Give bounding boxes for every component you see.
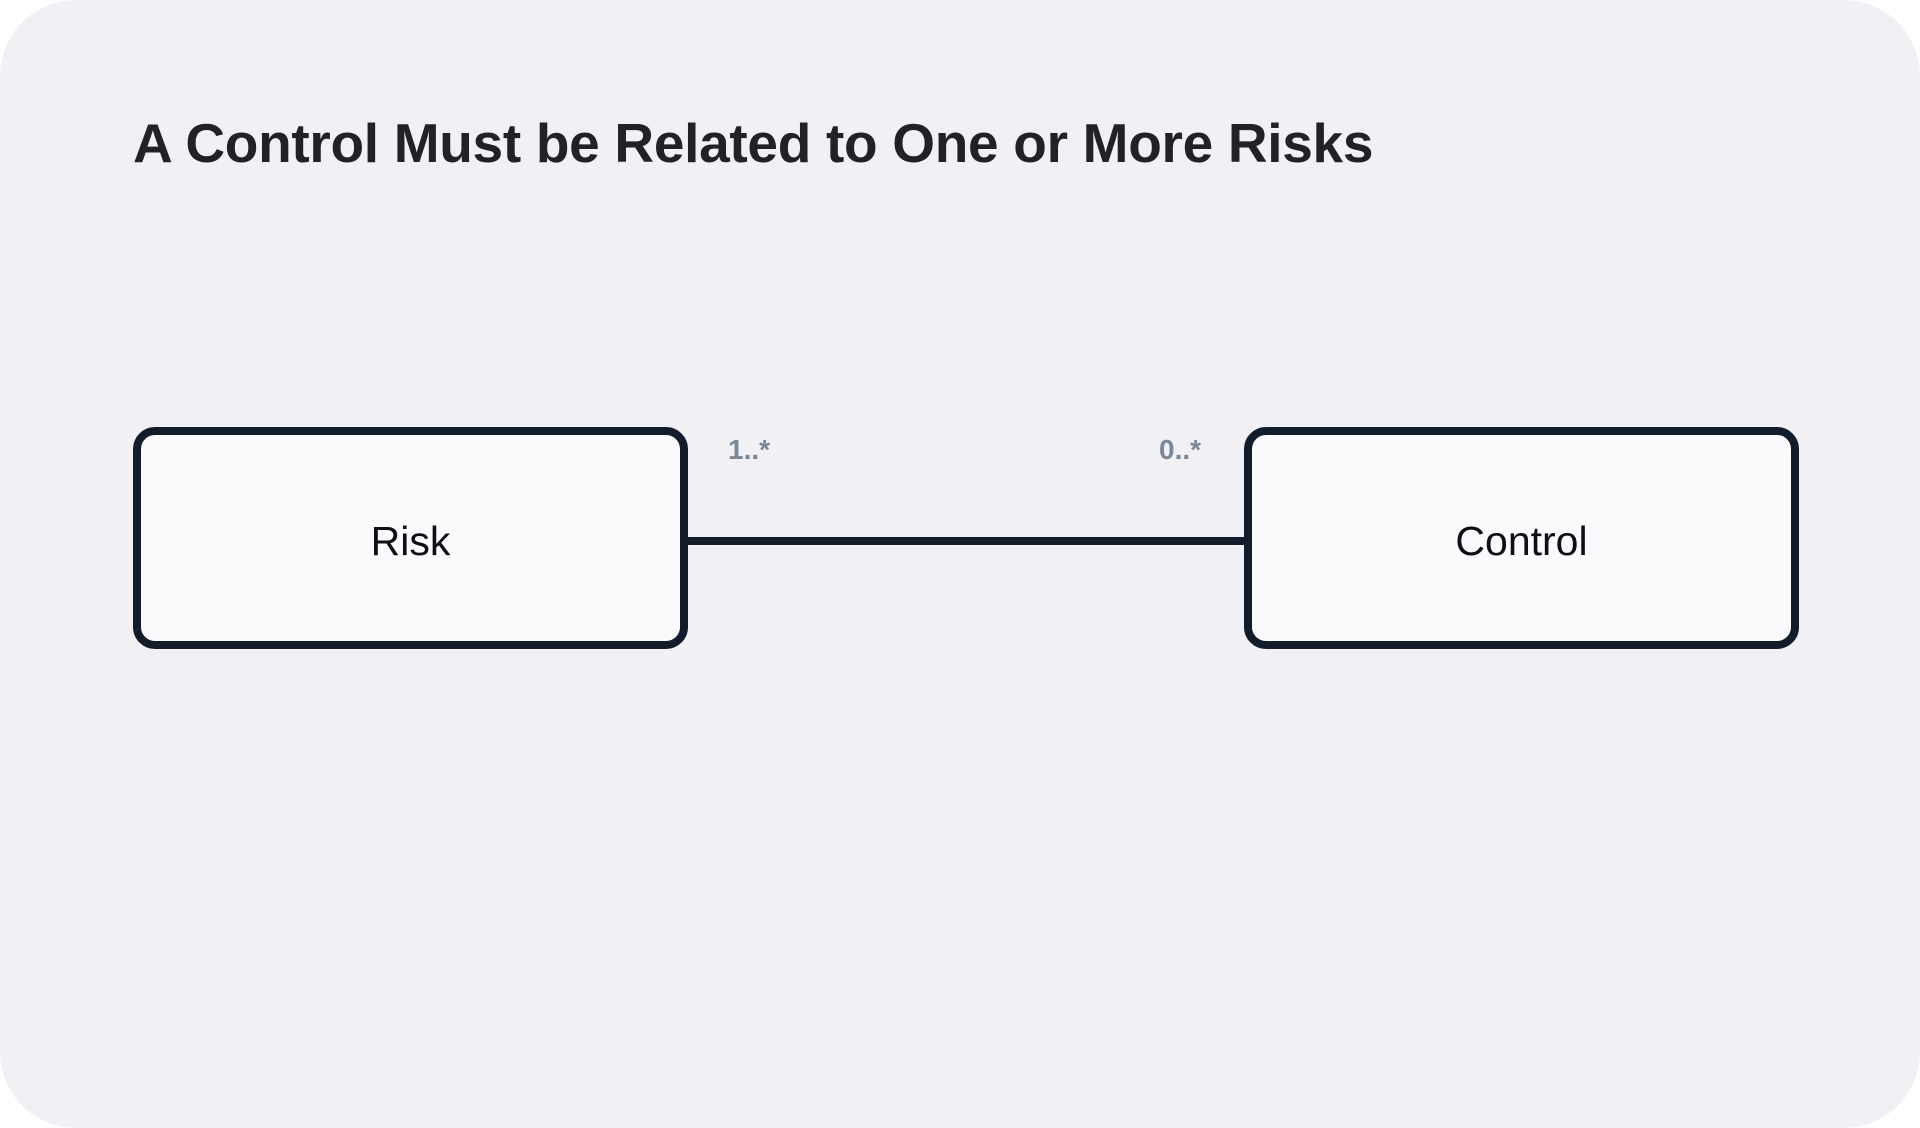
multiplicity-control-end: 0..* xyxy=(1159,434,1202,465)
diagram-title: A Control Must be Related to One or More… xyxy=(133,112,1374,174)
entity-control: Control xyxy=(1244,427,1799,649)
multiplicity-risk-end: 1..* xyxy=(728,434,771,465)
entity-risk-label: Risk xyxy=(370,517,451,564)
association-line xyxy=(687,537,1244,545)
entity-risk: Risk xyxy=(133,427,688,649)
entity-control-label: Control xyxy=(1455,517,1588,564)
